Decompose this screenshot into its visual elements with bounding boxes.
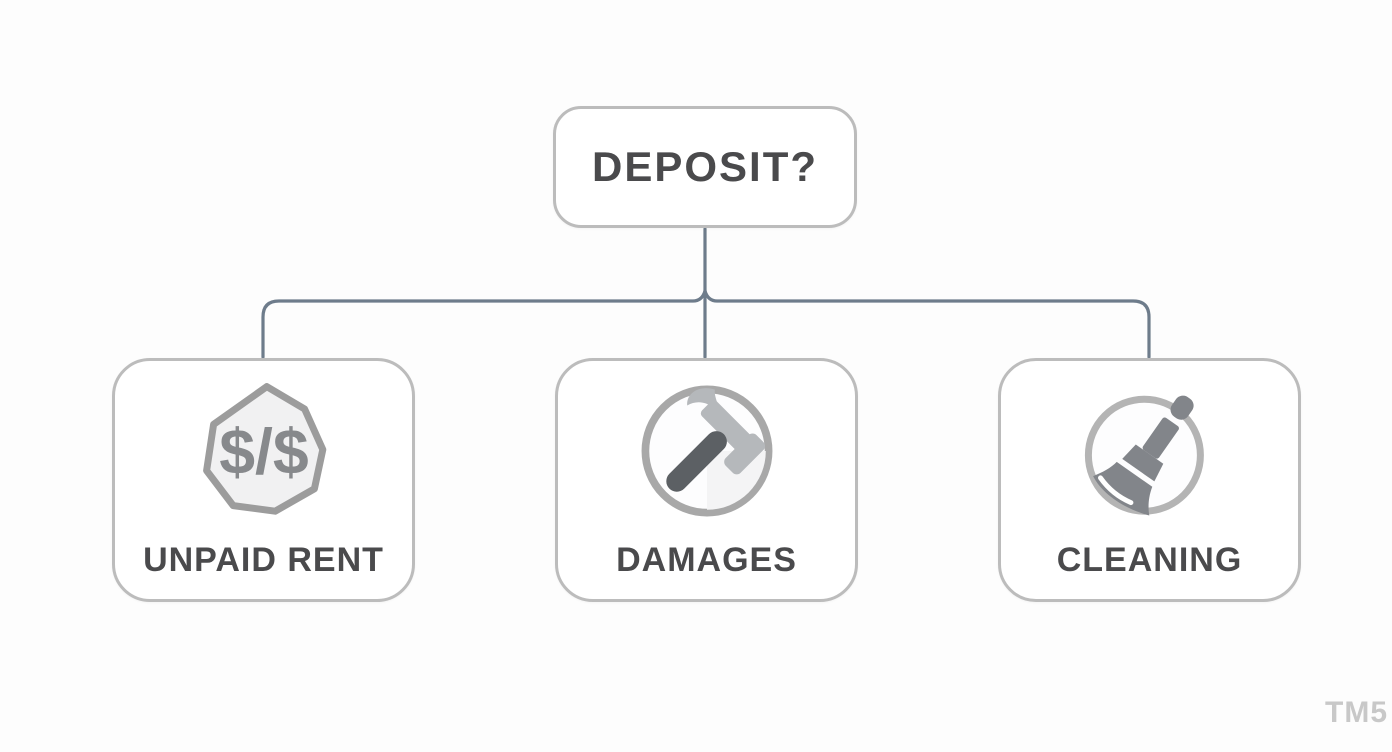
hammer-icon [637, 381, 777, 521]
node-cleaning-label: CLEANING [1056, 541, 1243, 579]
watermark: TM5 [1325, 696, 1388, 729]
node-unpaid-rent: $/$ UNPAID RENT [112, 358, 415, 602]
node-cleaning: CLEANING [998, 358, 1301, 602]
connector-left-branch [261, 289, 707, 359]
money-symbol-text: $/$ [219, 415, 309, 487]
node-unpaid-rent-label: UNPAID RENT [143, 541, 384, 579]
node-damages: DAMAGES [555, 358, 858, 602]
connector-right-branch [703, 289, 1151, 359]
node-deposit: DEPOSIT? [553, 106, 857, 228]
node-damages-label: DAMAGES [616, 541, 797, 579]
money-icon: $/$ [194, 381, 334, 521]
broom-icon [1080, 381, 1220, 521]
node-deposit-label: DEPOSIT? [591, 143, 819, 190]
